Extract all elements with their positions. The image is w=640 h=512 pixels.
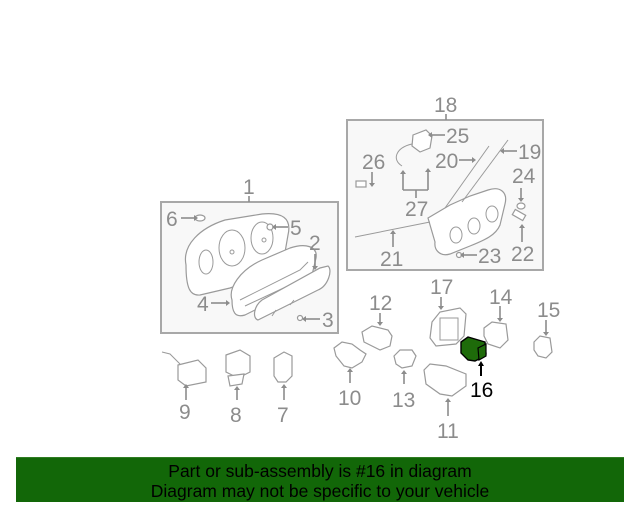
part-16-highlighted[interactable]: 16 bbox=[460, 336, 493, 402]
callout-12: 12 bbox=[369, 292, 392, 315]
callout-16: 16 bbox=[470, 379, 493, 402]
info-banner: Part or sub-assembly is #16 in diagram D… bbox=[16, 457, 624, 502]
callout-8: 8 bbox=[230, 404, 242, 427]
assembly-1-group[interactable]: 1 6 5 2 4 bbox=[160, 176, 339, 334]
part-24-drawing bbox=[516, 202, 526, 210]
part-12[interactable]: 12 bbox=[361, 292, 393, 351]
part-26-drawing bbox=[355, 180, 367, 188]
callout-17: 17 bbox=[430, 276, 453, 299]
callout-26[interactable]: 26 bbox=[362, 151, 385, 174]
part-3-drawing bbox=[296, 314, 304, 322]
part-17[interactable]: 17 bbox=[429, 276, 467, 347]
callout-24[interactable]: 24 bbox=[512, 165, 536, 188]
callout-27[interactable]: 27 bbox=[405, 198, 428, 221]
callout-22[interactable]: 22 bbox=[511, 243, 534, 266]
climate-control-panel-drawing bbox=[427, 188, 507, 256]
callout-10: 10 bbox=[338, 387, 361, 410]
callout-15: 15 bbox=[537, 299, 560, 322]
part-11[interactable]: 11 bbox=[423, 363, 467, 443]
callout-5[interactable]: 5 bbox=[290, 217, 302, 240]
callout-4[interactable]: 4 bbox=[197, 293, 209, 316]
callout-19[interactable]: 19 bbox=[518, 141, 541, 164]
cable-21-drawing bbox=[354, 221, 431, 238]
part-15[interactable]: 15 bbox=[533, 299, 560, 359]
callout-23[interactable]: 23 bbox=[478, 245, 501, 268]
callout-6[interactable]: 6 bbox=[166, 208, 178, 231]
callout-21[interactable]: 21 bbox=[380, 248, 403, 271]
part-13[interactable]: 13 bbox=[392, 349, 417, 412]
callout-2[interactable]: 2 bbox=[309, 232, 321, 255]
callout-7: 7 bbox=[277, 404, 289, 427]
callout-1[interactable]: 1 bbox=[243, 176, 255, 199]
part-25-drawing bbox=[411, 129, 433, 153]
part-22-drawing bbox=[511, 208, 527, 222]
callout-11: 11 bbox=[437, 420, 459, 443]
part-14[interactable]: 14 bbox=[483, 286, 513, 349]
assembly-18-group[interactable]: 18 25 19 20 26 24 27 bbox=[346, 94, 544, 271]
callout-9: 9 bbox=[179, 401, 191, 424]
cluster-lens-drawing bbox=[253, 265, 331, 321]
banner-line-2: Diagram may not be specific to your vehi… bbox=[150, 481, 490, 501]
part-9[interactable]: 9 bbox=[161, 351, 207, 424]
callout-13: 13 bbox=[392, 389, 415, 412]
callout-18[interactable]: 18 bbox=[434, 94, 457, 117]
part-10[interactable]: 10 bbox=[333, 341, 367, 410]
callout-20[interactable]: 20 bbox=[435, 150, 458, 173]
cable-19-drawing bbox=[461, 139, 509, 203]
callout-25[interactable]: 25 bbox=[446, 125, 469, 148]
cable-20-drawing bbox=[444, 145, 490, 209]
callout-3[interactable]: 3 bbox=[322, 309, 334, 332]
part-7[interactable]: 7 bbox=[273, 351, 293, 427]
banner-line-1: Part or sub-assembly is #16 in diagram bbox=[168, 461, 472, 481]
part-8[interactable]: 8 bbox=[225, 349, 251, 427]
callout-14: 14 bbox=[489, 286, 513, 309]
